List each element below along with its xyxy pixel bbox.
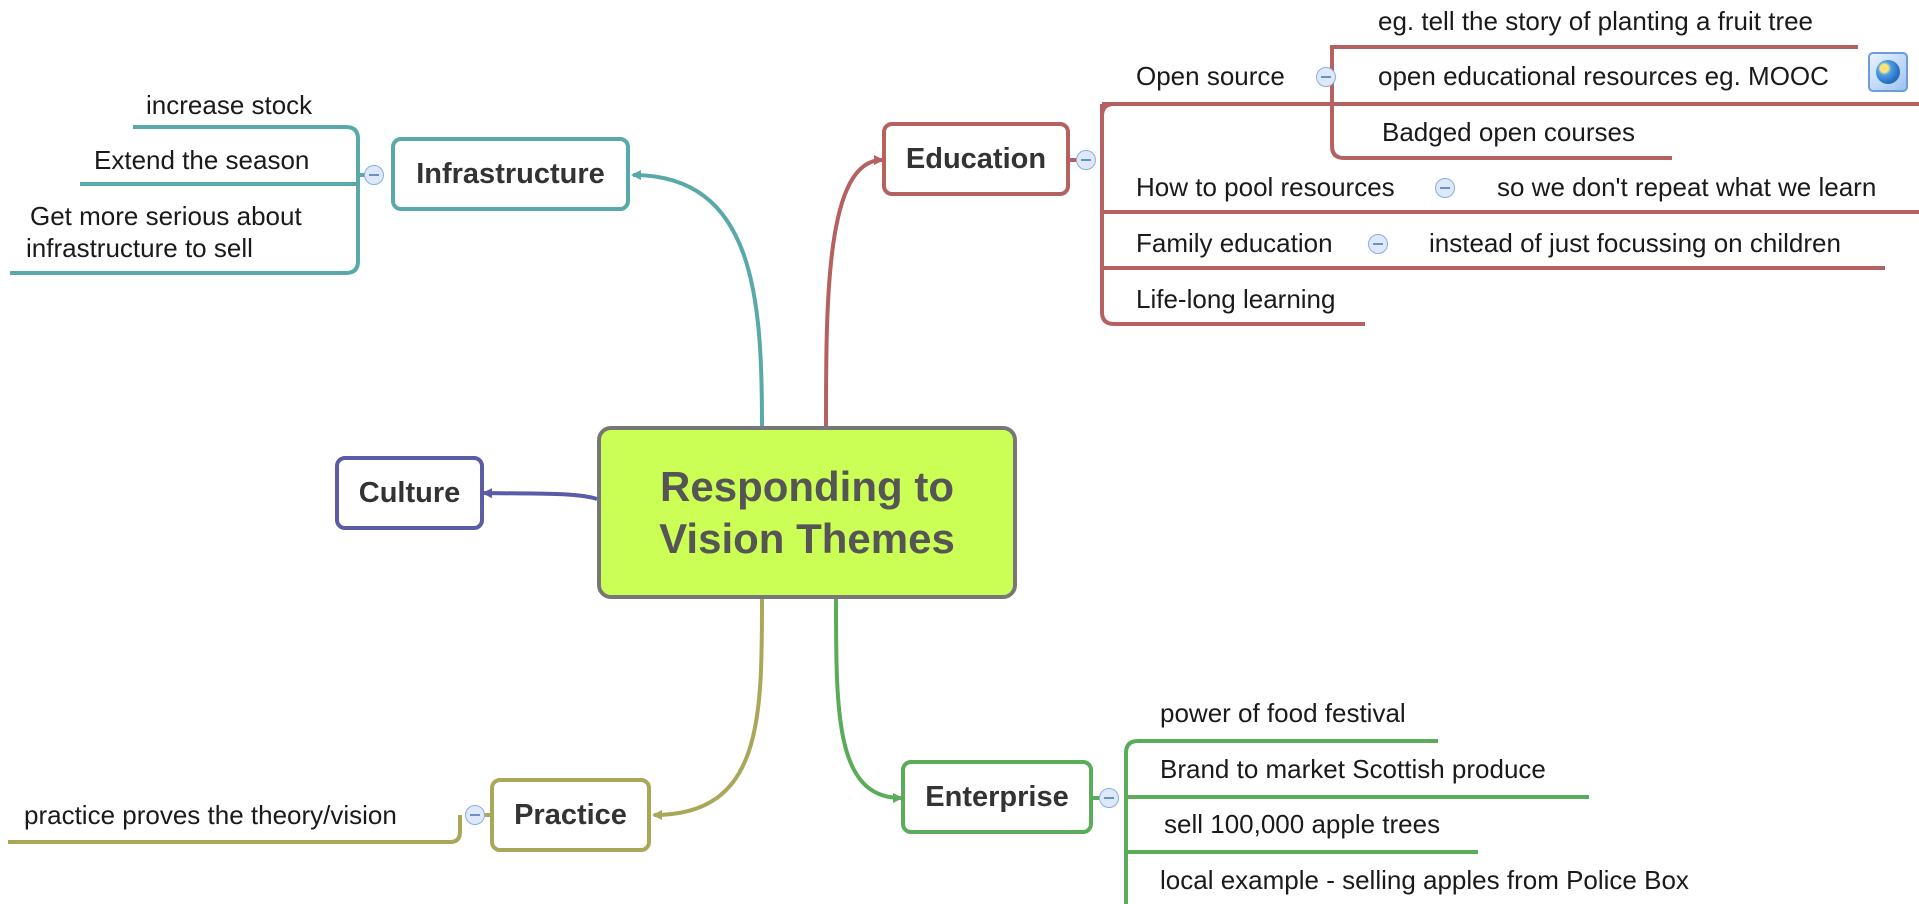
- infrastructure-item-increase-stock: increase stock: [146, 90, 313, 120]
- open-source-item-oer-mooc: open educational resources eg. MOOC: [1378, 61, 1829, 91]
- connector-education: [824, 155, 884, 427]
- infrastructure-label: Infrastructure: [416, 157, 605, 190]
- education-topic[interactable]: Education: [882, 122, 1070, 196]
- education-pool-resources: How to pool resources: [1136, 172, 1395, 202]
- practice-item-proves-theory: practice proves the theory/vision: [24, 800, 397, 830]
- globe-icon[interactable]: [1868, 52, 1908, 92]
- central-title-line1: Responding to: [660, 462, 954, 510]
- practice-collapse-icon[interactable]: [465, 805, 485, 825]
- practice-label: Practice: [514, 798, 627, 831]
- enterprise-label: Enterprise: [925, 780, 1069, 813]
- education-label: Education: [905, 142, 1047, 175]
- enterprise-collapse-icon[interactable]: [1099, 788, 1119, 808]
- central-topic[interactable]: Responding to Vision Themes: [597, 426, 1017, 599]
- education-sub-lines: [1070, 45, 1919, 326]
- infrastructure-item-serious-line1: Get more serious about: [30, 201, 302, 231]
- culture-label: Culture: [358, 476, 461, 509]
- enterprise-topic[interactable]: Enterprise: [901, 760, 1093, 834]
- enterprise-item-brand: Brand to market Scottish produce: [1160, 754, 1546, 784]
- pool-detail: so we don't repeat what we learn: [1497, 172, 1877, 202]
- connector-infrastructure: [631, 170, 764, 427]
- infrastructure-collapse-icon[interactable]: [364, 165, 384, 185]
- education-lifelong: Life-long learning: [1136, 284, 1336, 314]
- infrastructure-topic[interactable]: Infrastructure: [391, 137, 630, 211]
- enterprise-item-apple-trees: sell 100,000 apple trees: [1164, 809, 1441, 839]
- education-family: Family education: [1136, 228, 1333, 258]
- infrastructure-item-extend-season: Extend the season: [94, 145, 310, 175]
- family-collapse-icon[interactable]: [1368, 234, 1388, 254]
- culture-topic[interactable]: Culture: [335, 456, 484, 530]
- education-collapse-icon[interactable]: [1076, 150, 1096, 170]
- family-detail: instead of just focussing on children: [1429, 228, 1841, 258]
- enterprise-item-police-box: local example - selling apples from Poli…: [1160, 865, 1689, 895]
- infrastructure-item-serious-line2: infrastructure to sell: [26, 233, 253, 263]
- open-source-collapse-icon[interactable]: [1316, 67, 1336, 87]
- practice-topic[interactable]: Practice: [490, 778, 651, 852]
- connector-practice: [652, 598, 764, 820]
- central-title-line2: Vision Themes: [659, 514, 955, 562]
- open-source-item-story: eg. tell the story of planting a fruit t…: [1378, 6, 1814, 36]
- enterprise-item-food-festival: power of food festival: [1160, 698, 1406, 728]
- connector-culture: [482, 488, 598, 501]
- education-open-source: Open source: [1136, 61, 1285, 91]
- connector-enterprise: [834, 598, 903, 803]
- pool-collapse-icon[interactable]: [1435, 178, 1455, 198]
- open-source-item-badged: Badged open courses: [1382, 117, 1635, 147]
